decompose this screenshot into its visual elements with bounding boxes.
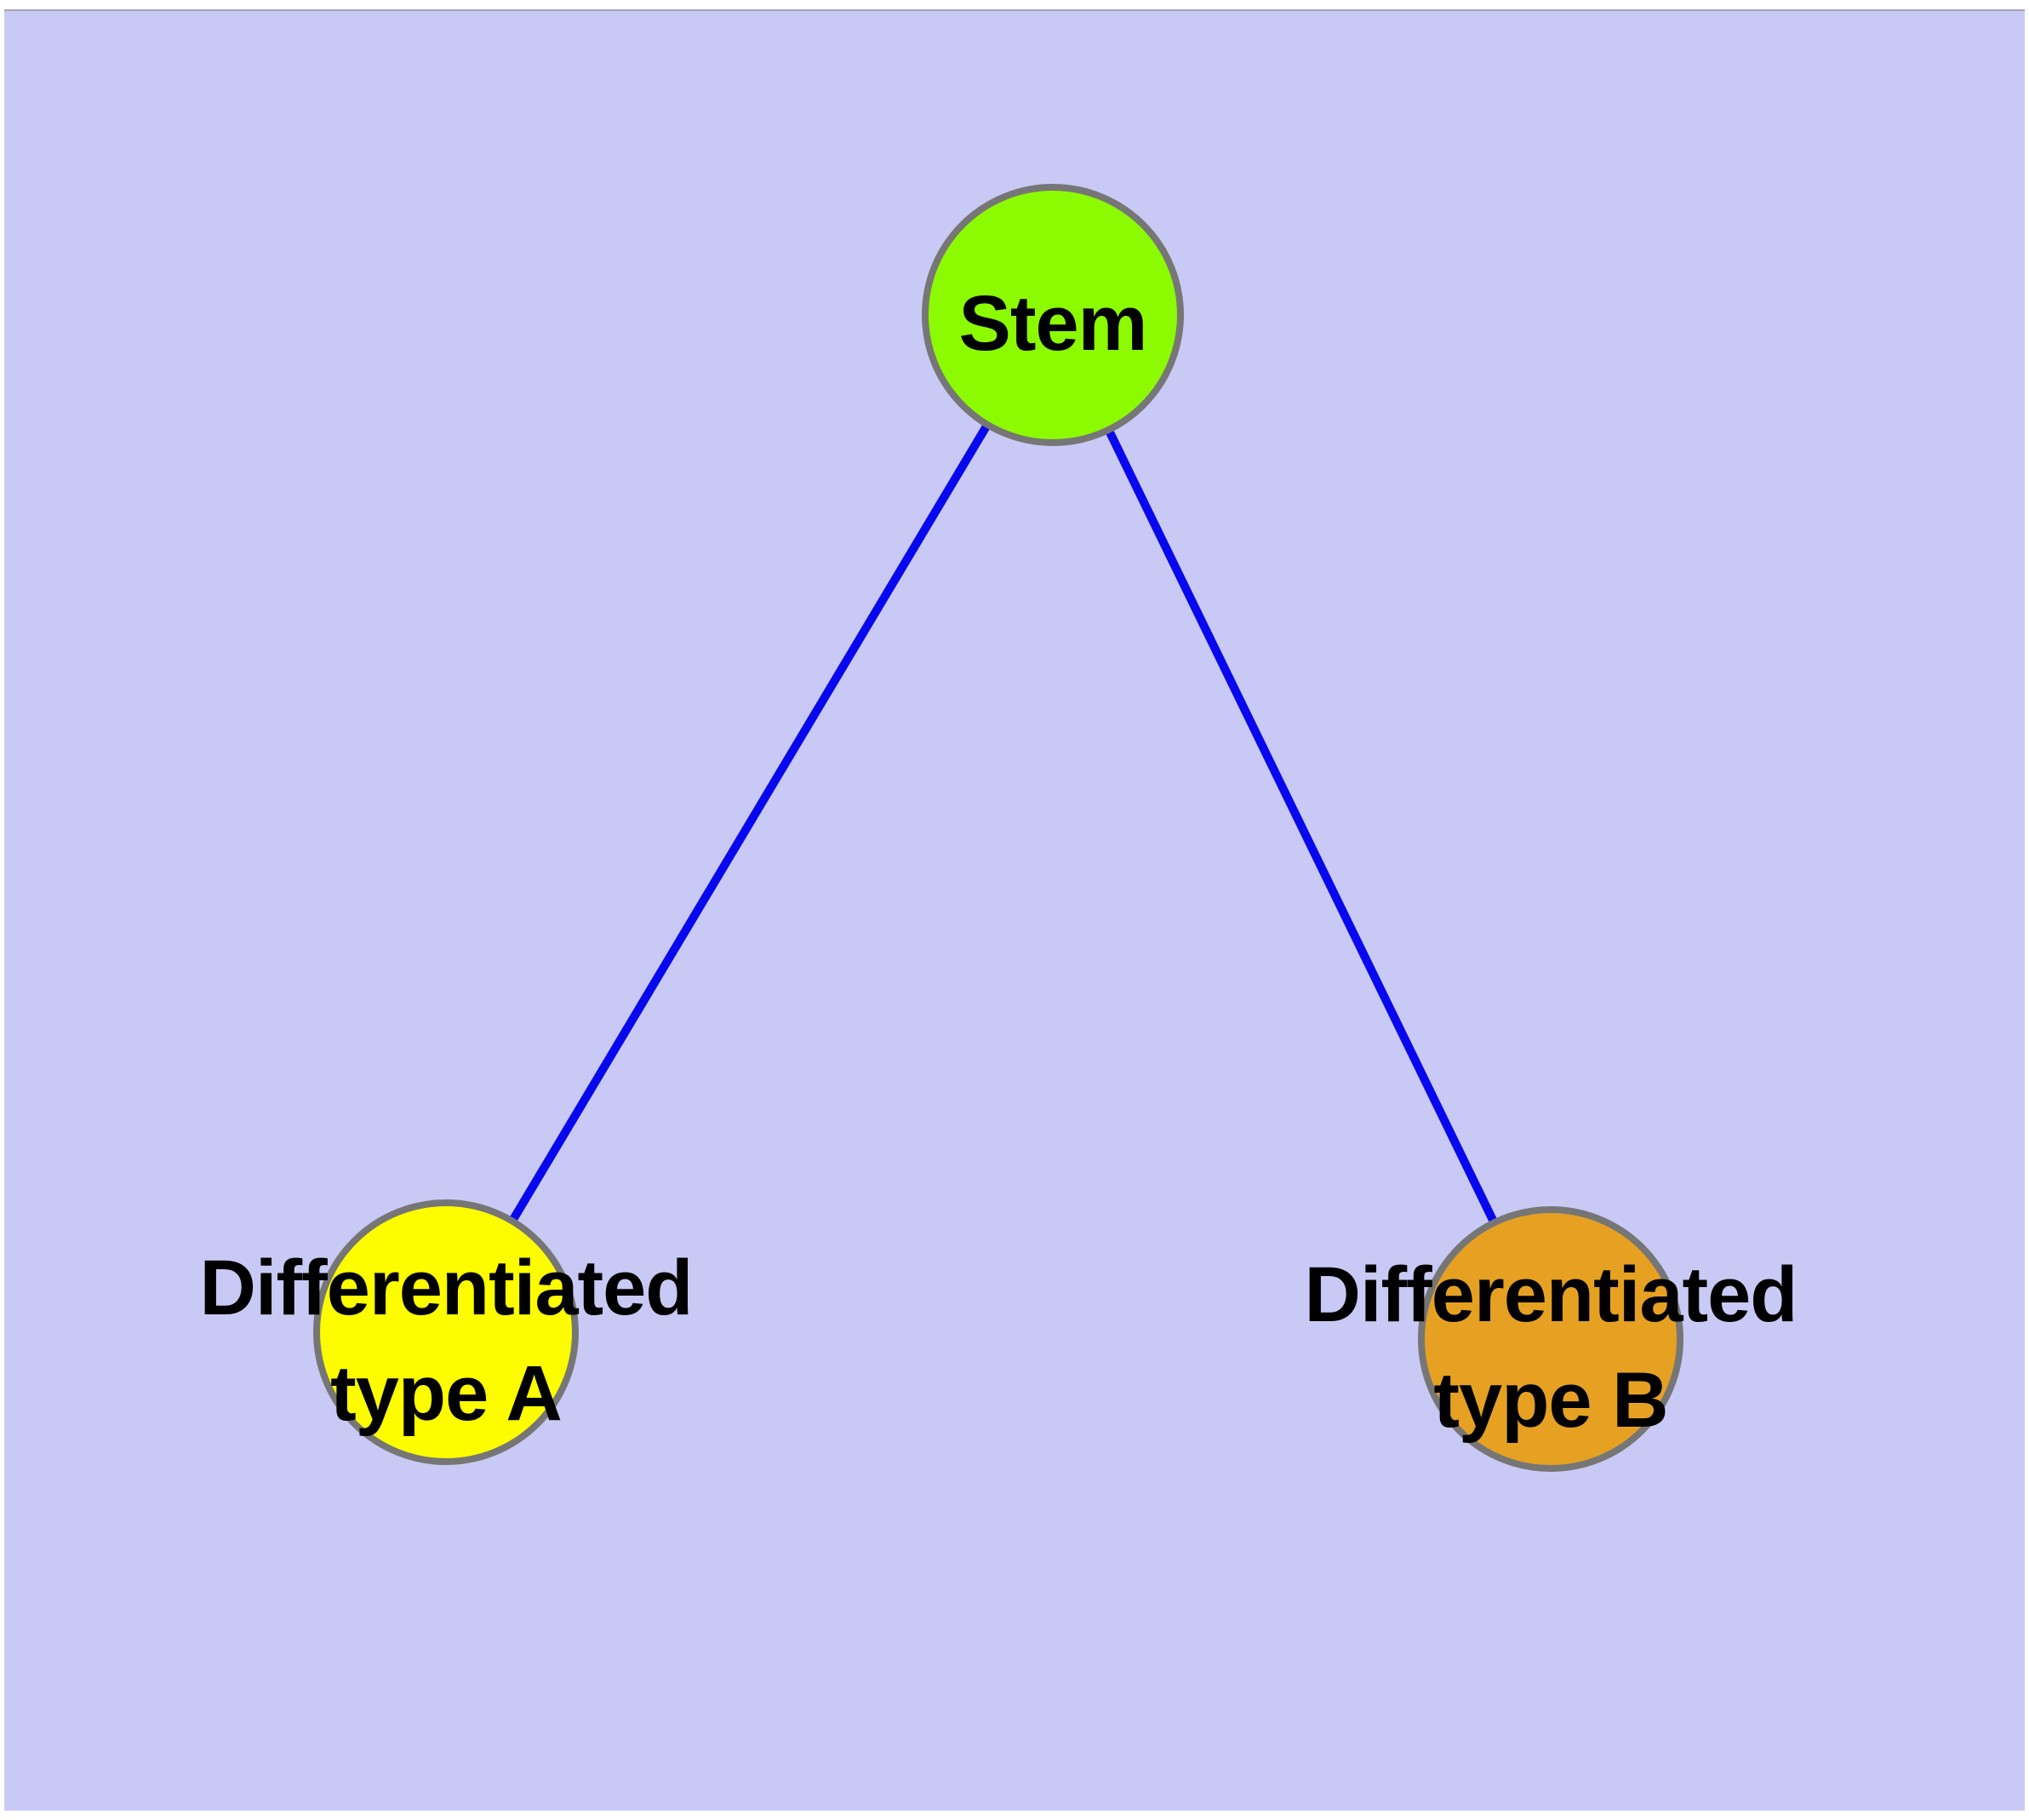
- node-label-differentiated-type-b-line-1: Differentiated: [1305, 1251, 1798, 1338]
- node-label-differentiated-type-a-line-2: type A: [330, 1350, 562, 1437]
- node-stem: [922, 184, 1184, 446]
- edge-stem-to-differentiated-type-a: [442, 312, 1057, 1335]
- node-differentiated-type-a: [313, 1199, 579, 1465]
- edge-stem-to-differentiated-type-b: [1049, 312, 1555, 1342]
- node-label-differentiated-type-a-line-1: Differentiated: [200, 1245, 693, 1331]
- node-label-stem-line-1: Stem: [959, 280, 1147, 367]
- node-differentiated-type-b: [1418, 1206, 1683, 1472]
- node-label-differentiated-type-b-line-2: type B: [1433, 1357, 1667, 1444]
